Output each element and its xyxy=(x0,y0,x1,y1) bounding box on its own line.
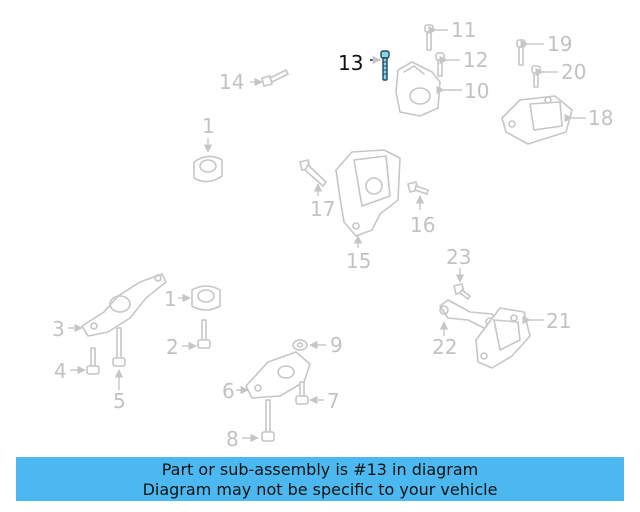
callout-14: 14 xyxy=(219,70,244,94)
part-7-bolt[interactable] xyxy=(295,381,324,405)
callout-3: 3 xyxy=(52,317,65,341)
callout-22: 22 xyxy=(432,335,457,359)
part-14-bolt[interactable] xyxy=(250,69,289,87)
part-5-bolt[interactable] xyxy=(112,327,126,390)
part-8-bolt[interactable] xyxy=(242,399,275,443)
part-21-bracket[interactable] xyxy=(475,307,544,369)
callout-18: 18 xyxy=(588,106,613,130)
part-19-bolt[interactable] xyxy=(516,39,544,66)
banner-line-2: Diagram may not be specific to your vehi… xyxy=(142,480,498,499)
part-3-torque-arm[interactable] xyxy=(68,273,167,337)
part-23-bolt[interactable] xyxy=(453,268,471,300)
callout-11: 11 xyxy=(451,18,476,42)
part-1-bushing-lower[interactable] xyxy=(178,285,221,311)
part-6-bracket[interactable] xyxy=(236,351,311,399)
callout-8: 8 xyxy=(226,427,239,451)
callout-5: 5 xyxy=(113,389,126,413)
part-10-mount[interactable] xyxy=(395,61,462,117)
part-9-washer[interactable] xyxy=(292,339,326,351)
callout-1-upper: 1 xyxy=(202,114,215,138)
part-4-bolt[interactable] xyxy=(70,347,100,375)
callout-13: 13 xyxy=(338,51,363,75)
part-11-bolt[interactable] xyxy=(424,24,448,51)
callout-21: 21 xyxy=(546,309,571,333)
callout-16: 16 xyxy=(410,213,435,237)
part-15-bracket[interactable] xyxy=(335,149,401,248)
callout-1-lower: 1 xyxy=(164,287,177,311)
part-17-bolt[interactable] xyxy=(299,159,327,196)
callout-10: 10 xyxy=(464,79,489,103)
callout-4: 4 xyxy=(54,359,67,383)
part-20-bolt[interactable] xyxy=(531,65,558,88)
callout-12: 12 xyxy=(463,48,488,72)
callout-17: 17 xyxy=(310,197,335,221)
callout-7: 7 xyxy=(327,389,340,413)
part-18-bracket[interactable] xyxy=(501,95,586,145)
callout-15: 15 xyxy=(346,249,371,273)
part-1-bushing-upper[interactable] xyxy=(193,138,223,183)
callout-9: 9 xyxy=(330,333,343,357)
callout-2: 2 xyxy=(166,335,179,359)
callout-6: 6 xyxy=(222,379,235,403)
banner-line-1: Part or sub-assembly is #13 in diagram xyxy=(161,460,479,479)
part-13-bolt[interactable] xyxy=(370,50,390,81)
part-2-bolt[interactable] xyxy=(182,319,211,351)
callout-23: 23 xyxy=(446,245,471,269)
info-banner: Part or sub-assembly is #13 in diagram D… xyxy=(16,457,624,501)
part-12-bolt[interactable] xyxy=(435,52,460,77)
part-16-bolt[interactable] xyxy=(407,181,429,210)
callout-20: 20 xyxy=(561,60,586,84)
callout-19: 19 xyxy=(547,32,572,56)
